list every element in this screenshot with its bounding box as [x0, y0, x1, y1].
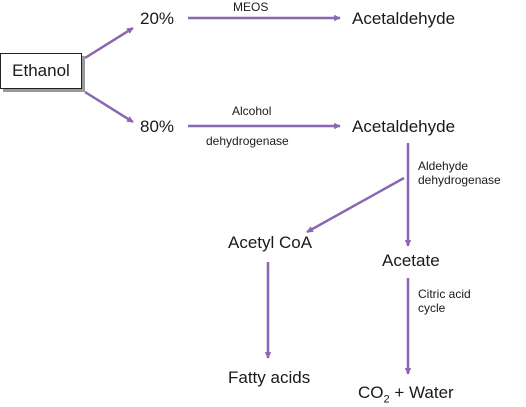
pct-meos-label: 20%	[140, 9, 175, 28]
citric-edge-label-line2: cycle	[418, 301, 446, 315]
arrow-to-acetyl-coa	[306, 176, 405, 234]
citric-edge-label-line1: Citric acid	[418, 287, 471, 301]
adh-edge-label-line2: dehydrogenase	[206, 134, 289, 148]
fatty-acids-label: Fatty acids	[228, 368, 311, 387]
aldh-edge-label-line1: Aldehyde	[418, 159, 469, 173]
meos-edge-label: MEOS	[233, 0, 269, 14]
acetaldehyde-top-label: Acetaldehyde	[352, 9, 456, 28]
arrow-ethanol-to-80pct	[84, 90, 134, 124]
arrow-ethanol-to-20pct	[84, 26, 134, 60]
ethanol-label: Ethanol	[12, 61, 70, 80]
acetyl-coa-label: Acetyl CoA	[228, 233, 313, 252]
co2-rest-text: + Water	[389, 383, 454, 402]
co2-main-text: CO	[358, 383, 384, 402]
aldh-edge-label-line2: dehydrogenase	[418, 173, 501, 187]
ethanol-box: Ethanol	[0, 53, 82, 89]
pct-adh-label: 80%	[140, 117, 175, 136]
adh-edge-label-line1: Alcohol	[232, 104, 272, 118]
acetate-label: Acetate	[382, 251, 440, 270]
co2-subscript: 2	[383, 393, 390, 406]
co2-water-label: CO2 + Water	[358, 384, 454, 405]
acetaldehyde-mid-label: Acetaldehyde	[352, 117, 456, 136]
